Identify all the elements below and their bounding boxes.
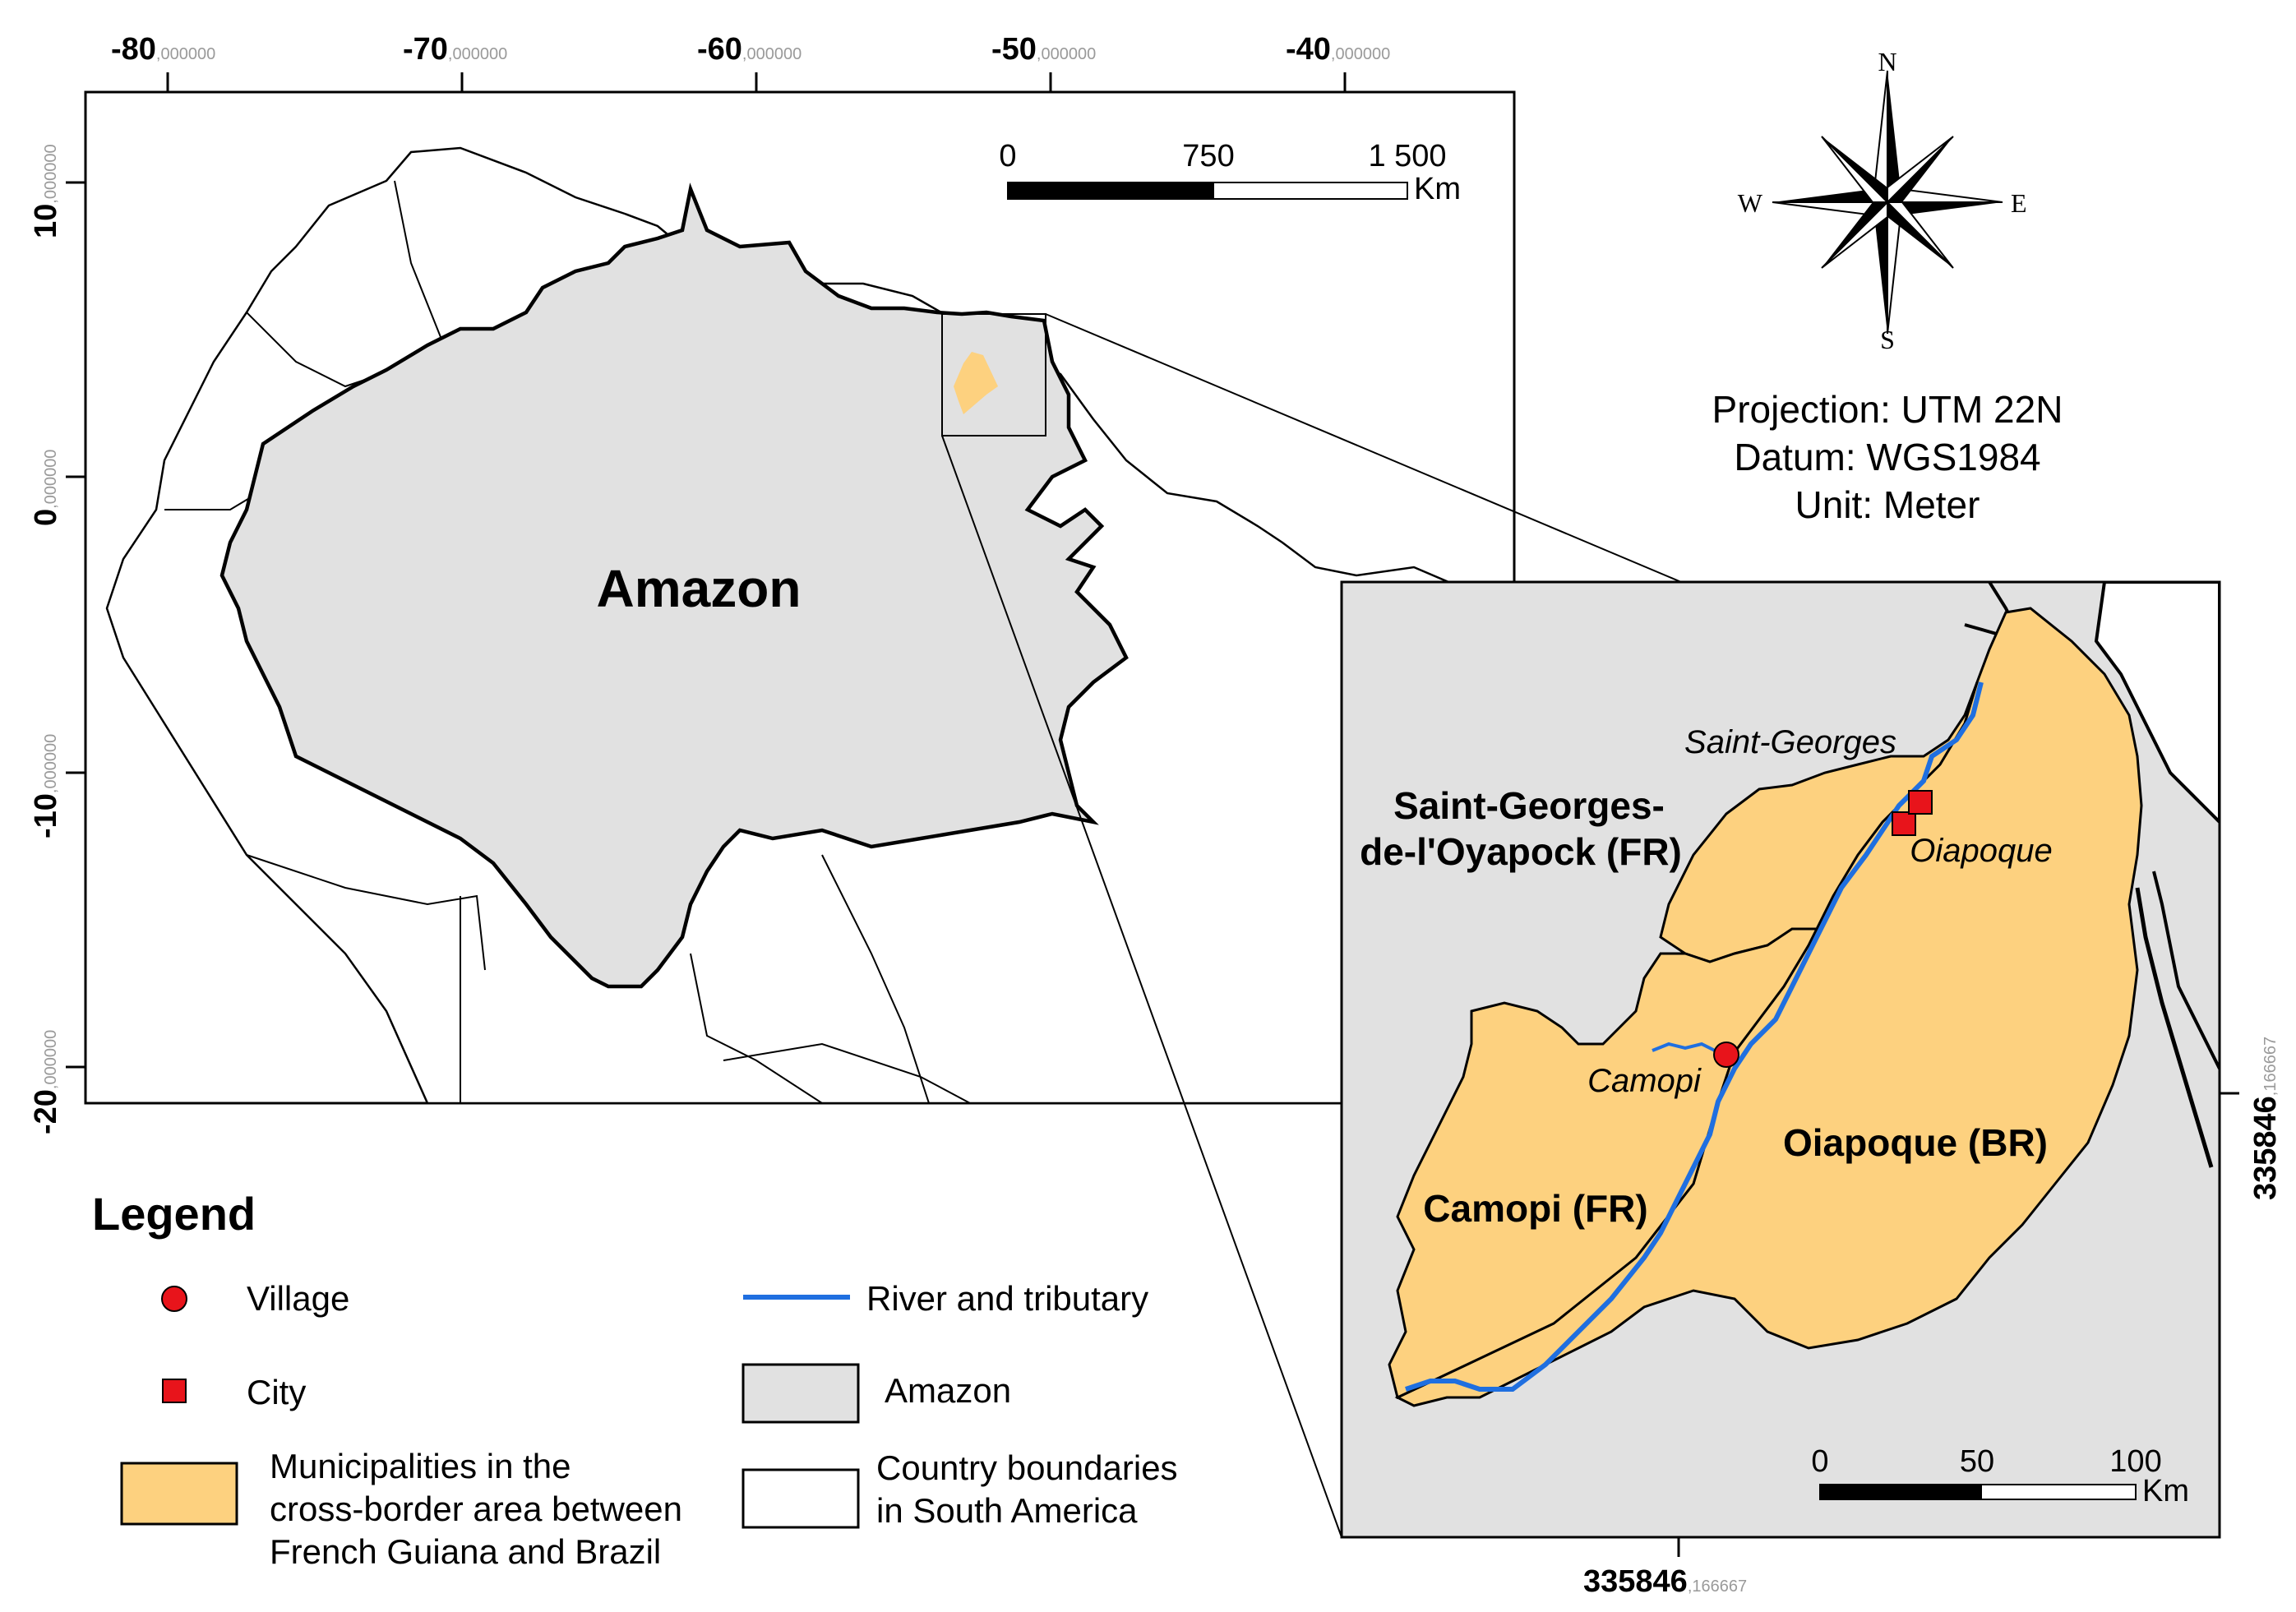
camopi-village-marker [1713,1042,1739,1068]
inset-coast-area [2094,582,2220,824]
inset-map: Saint-Georges Saint-Georges- de-l'Oyapoc… [1340,580,2283,1599]
river-tributary [1652,1042,1727,1058]
oiapoque-city-marker [1892,811,1916,836]
main-y-ticks: 10,000000 0,000000 -10,000000 -20,000000 [29,144,85,1134]
y-tick-label-0: 10,000000 [29,144,63,238]
saint-georges-town-label: Saint-Georges [1684,724,1896,760]
legend: Legend Village City Municipalities in th… [92,1188,1187,1571]
inset-x-tick-label: 335846,166667 [1583,1564,1747,1599]
inset-scale-label-0: 0 [1811,1444,1828,1479]
study-area-patch [954,352,998,414]
inset-east-coast [2135,887,2214,1168]
x-tick-label-0: -80,000000 [111,32,215,67]
inset-locator-box [941,313,1046,436]
oiapoque-muni-label: Oiapoque (BR) [1783,1121,2048,1164]
legend-country-symbol [741,1468,860,1529]
main-scale-label-1: 750 [1182,139,1234,173]
legend-country-label: Country boundaries in South America [876,1448,1187,1530]
legend-city-label: City [247,1373,306,1411]
x-tick-label-1: -70,000000 [403,32,507,67]
saint-georges-muni-label-1: Saint-Georges- [1393,784,1665,827]
compass-rose: N S E W [1738,47,2027,354]
legend-amazon-symbol [741,1363,860,1424]
compass-north: N [1878,47,1896,76]
inset-scale-bar: 0 50 100 Km [1811,1444,2189,1508]
x-tick-label-4: -40,000000 [1286,32,1390,67]
x-tick-label-3: -50,000000 [991,32,1096,67]
compass-east: E [2011,188,2027,218]
saint-georges-city-marker [1908,790,1933,815]
legend-river-label: River and tributary [866,1279,1148,1318]
datum-text: Datum: WGS1984 [1734,436,2040,478]
saint-georges-muni-label-2: de-l'Oyapock (FR) [1360,830,1682,873]
legend-amazon-label: Amazon [885,1371,1011,1410]
main-x-ticks: -80,000000 -70,000000 -60,000000 -50,000… [111,32,1390,92]
inset-scale-label-2: 100 [2109,1444,2161,1479]
amazon-label: Amazon [597,559,802,618]
inset-scale-unit: Km [2142,1474,2189,1508]
legend-city-symbol [162,1379,187,1403]
camopi-municipality [1388,927,1819,1400]
compass-west: W [1738,188,1763,218]
zoom-connector-lines [941,313,1682,1538]
main-scale-label-2: 1 500 [1368,139,1446,173]
legend-village-label: Village [247,1279,349,1318]
legend-village-symbol [161,1286,187,1312]
main-map: Amazon 0 750 1 500 Km -80,000000 -70,000… [29,32,1516,1134]
y-tick-label-3: -20,000000 [29,1030,63,1134]
legend-title: Legend [92,1188,256,1240]
y-tick-label-1: 0,000000 [29,450,63,526]
unit-text: Unit: Meter [1795,483,1980,526]
amazon-region [219,182,1129,989]
projection-text: Projection: UTM 22N [1712,388,2063,431]
inset-y-tick-label: 335846,166667 [2248,1037,2283,1200]
main-scale-bar: 0 750 1 500 Km [999,139,1461,206]
x-tick-label-2: -60,000000 [697,32,802,67]
camopi-muni-label: Camopi (FR) [1423,1187,1647,1230]
inset-scale-label-1: 50 [1960,1444,1994,1479]
oiapoque-town-label: Oiapoque [1910,833,2052,869]
projection-info: Projection: UTM 22N Datum: WGS1984 Unit:… [1712,388,2063,526]
y-tick-label-2: -10,000000 [29,734,63,838]
river-line [1405,681,1984,1392]
compass-south: S [1880,325,1895,354]
main-scale-label-0: 0 [999,139,1016,173]
legend-municipality-label: Municipalities in the cross-border area … [270,1447,692,1571]
main-scale-unit: Km [1414,172,1461,206]
camopi-village-label: Camopi [1587,1063,1702,1099]
legend-municipality-symbol [120,1462,238,1526]
